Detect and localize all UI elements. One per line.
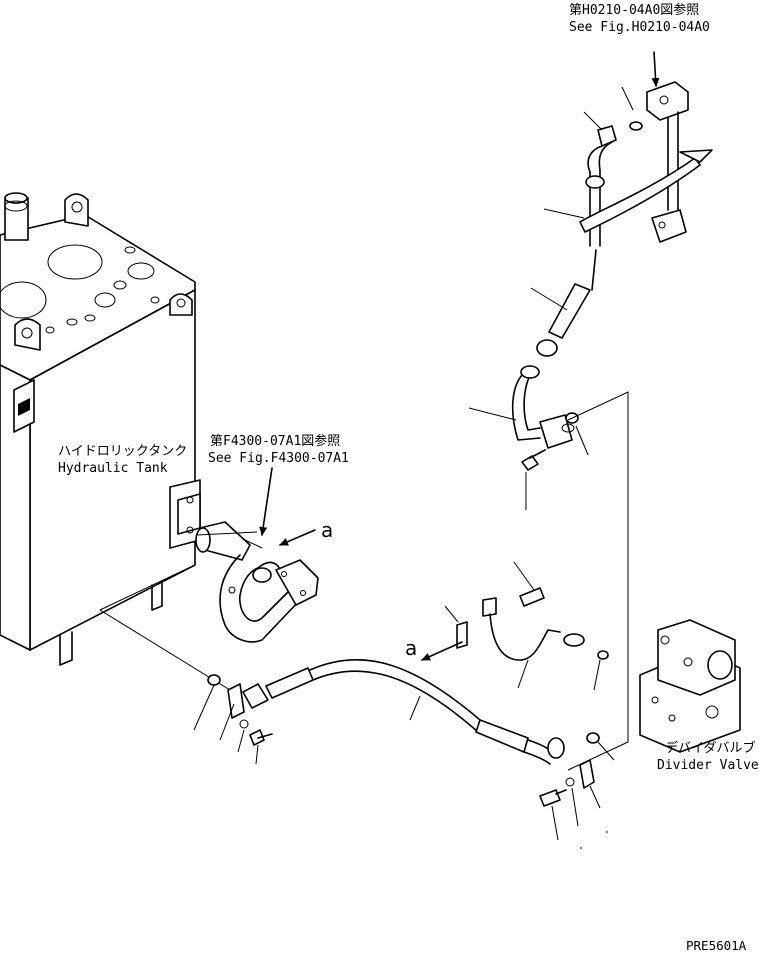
reference-top-jp: 第H0210-04A0図参照 [569,2,699,18]
reference-mid-jp: 第F4300-07A1図参照 [210,433,340,449]
divider-valve-label: デバイダバルブ Divider Valve [657,740,759,773]
tank-label-en: Hydraulic Tank [58,461,168,476]
tank-label: ハイドロリックタンク Hydraulic Tank [58,444,187,476]
divider-valve-label-en: Divider Valve [657,758,759,773]
main-hose-assembly [207,659,600,807]
reference-mid: 第F4300-07A1図参照 See Fig.F4300-07A1 [208,433,349,466]
reference-mid-en: See Fig.F4300-07A1 [208,451,349,466]
view-marker-upper: a [321,518,333,542]
view-marker-lower: a [405,636,417,660]
divider-valve-label-jp: デバイダバルブ [665,740,755,756]
sensor-assembly [456,587,609,661]
hydraulic-tank [0,192,201,666]
leader-lines [193,86,634,849]
suction-tube-assembly [99,521,319,691]
reference-top: 第H0210-04A0図参照 See Fig.H0210-04A0 [569,2,710,35]
drawing-code: PRE5601A [686,938,747,953]
reference-top-en: See Fig.H0210-04A0 [569,20,710,35]
arrow-icon [259,51,660,661]
divider-valve [567,391,741,771]
upper-hose-assembly [511,81,713,471]
tank-label-jp: ハイドロリックタンク [58,444,187,459]
